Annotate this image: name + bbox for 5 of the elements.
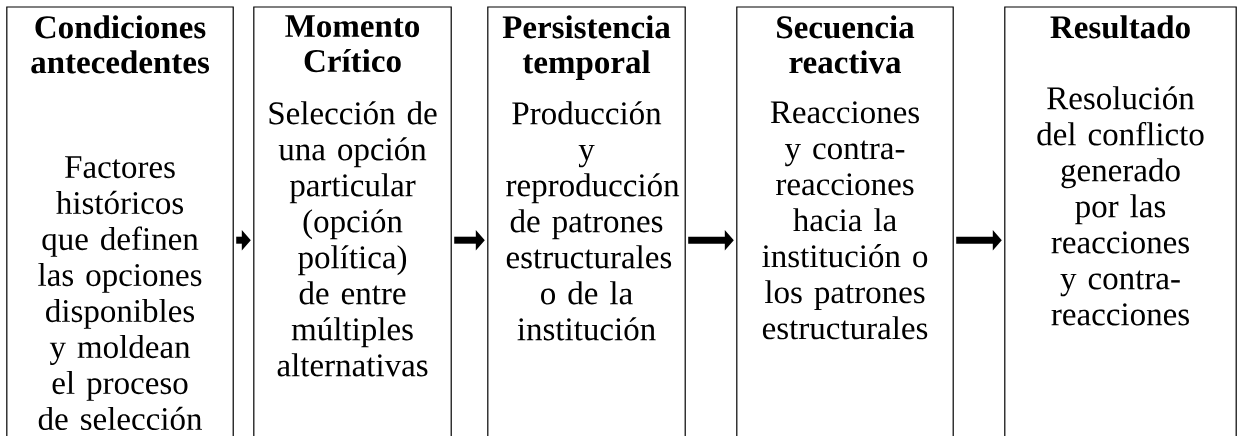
process-box: Condiciones antecedentes Factores históricos que definen las opciones disponibles y moldean el proceso de selección: [6, 6, 234, 436]
process-box: Momento Crítico Selección de una opción particular (opción política) de entre múltiples alternativas: [253, 6, 452, 436]
process-box: Resultado Resolución del conflicto generado por las reacciones y contra- reacciones: [1004, 6, 1237, 436]
process-box: Secuencia reactiva Reacciones y contra- reacciones hacia la institución o los patrones estructurales: [736, 6, 954, 436]
process-box: Persistencia temporal Producción y reproducción de patrones estructurales o de la institución: [487, 6, 686, 436]
